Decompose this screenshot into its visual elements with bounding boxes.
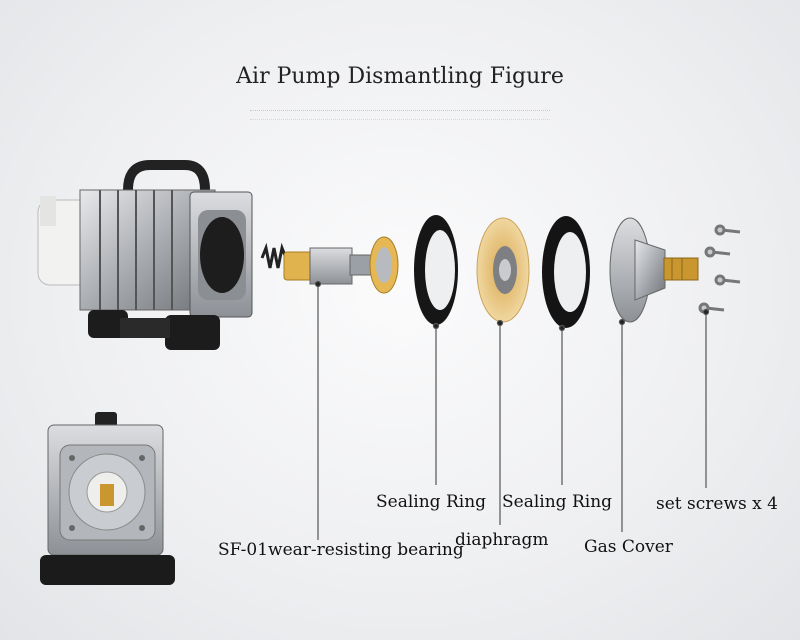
sealing-ring-1 [414,215,458,325]
label-diaphragm: diaphragm [455,530,549,550]
set-screws-part [698,224,741,314]
air-pump-body [37,160,253,350]
sealing-ring-2 [542,216,590,328]
label-set-screws: set screws x 4 [656,494,778,514]
gas-cover-part [609,217,699,323]
diaphragm-part [476,217,530,323]
label-sealing-ring-2: Sealing Ring [502,492,613,512]
label-gas-cover: Gas Cover [584,537,673,557]
air-pump-front-view [40,412,175,585]
label-sealing-ring-1: Sealing Ring [376,492,487,512]
bearing-assembly [260,236,399,294]
label-bearing: SF-01wear-resisting bearing [218,540,464,560]
figure-title: Air Pump Dismantling Figure [236,64,564,89]
leader-lines [314,280,710,540]
title-underline [250,110,550,120]
